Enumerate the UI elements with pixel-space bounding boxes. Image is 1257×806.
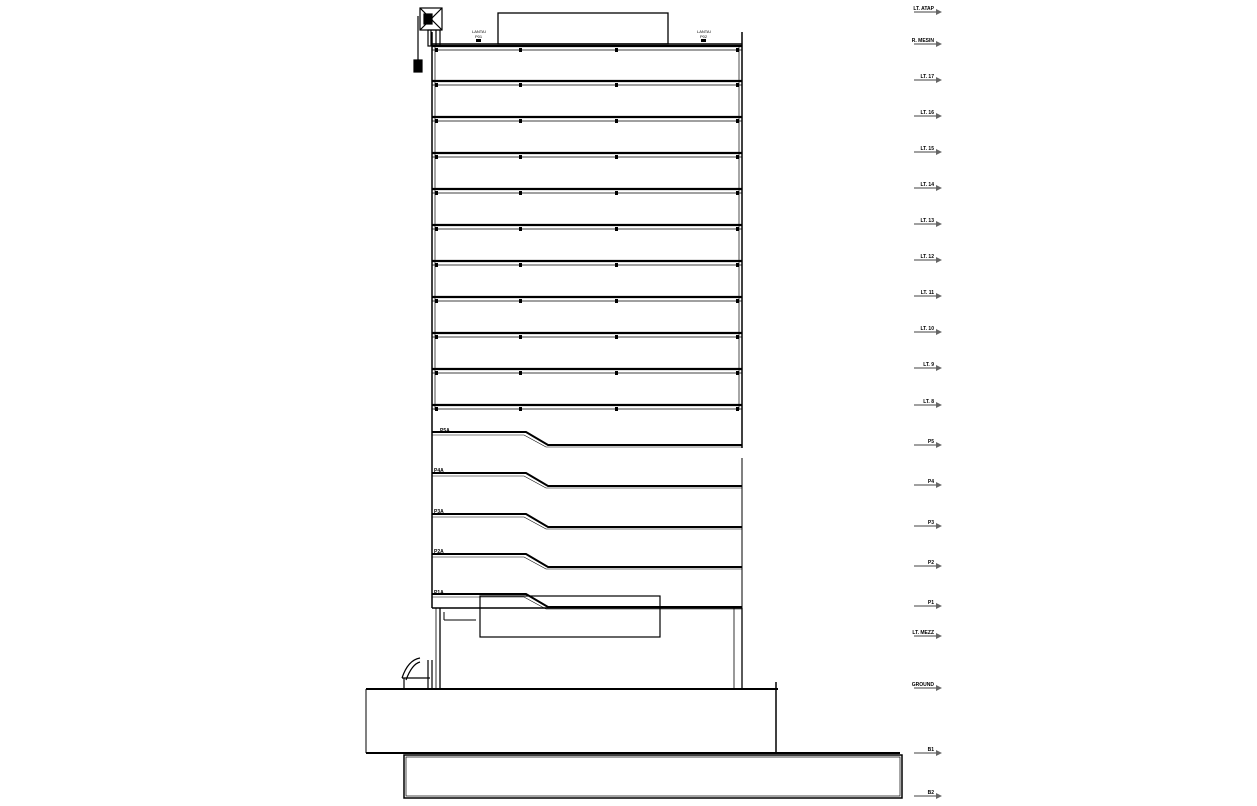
roof-tag-right: LANTAI P02 [697,29,711,42]
basement-structure [365,682,903,799]
level-marker-b1: B1 [914,747,942,756]
level-label: P5 [928,439,934,445]
level-label: LT. 9 [923,362,934,368]
level-label: LT. MEZZ [912,630,934,636]
floor-slab [432,259,742,267]
level-marker-lt-8: LT. 8 [914,399,942,408]
level-label: P3 [928,520,934,526]
parking-ramp-slab [432,472,742,489]
level-label: LT. 12 [920,254,934,260]
parking-ramp-slab [432,431,742,448]
svg-text:P01: P01 [475,34,483,39]
level-label: P4 [928,479,934,485]
level-markers: LT. ATAP R. MESIN LT. 17 LT. 16 LT. 15 LT. 14… [912,6,942,799]
level-marker-p2: P2 [914,560,942,569]
level-marker-ground: GROUND [912,682,942,691]
level-label: LT. ATAP [913,6,934,12]
roof-tag-left: LANTAI P01 [472,29,486,42]
level-marker-lt-mezz: LT. MEZZ [912,630,942,639]
level-marker-lt-17: LT. 17 [914,74,942,83]
machine-room [497,12,669,45]
parking-ramp-slab [432,513,742,530]
ramp-label-p4a: P4A [434,468,444,474]
entrance-canopy [401,657,433,689]
level-marker-p1: P1 [914,600,942,609]
level-marker-lt-11: LT. 11 [914,290,942,299]
level-label: LT. 10 [920,326,934,332]
level-marker-p5: P5 [914,439,942,448]
level-marker-lt-atap: LT. ATAP [913,6,942,15]
level-label: R. MESIN [912,38,935,44]
level-label: B2 [928,790,935,796]
level-marker-b2: B2 [914,790,942,799]
level-label: P1 [928,600,934,606]
floor-slab [432,295,742,303]
podium [432,595,743,689]
floor-slab [432,367,742,375]
level-label: LT. 11 [921,290,934,296]
level-label: LT. 8 [923,399,934,405]
floor-slab [432,223,742,231]
svg-text:P02: P02 [700,34,708,39]
ramp-label-p2a: P2A [434,549,444,555]
floor-slab [432,79,742,87]
ramp-label-p1a: P1A [434,590,444,596]
svg-text:LANTAI: LANTAI [697,29,711,34]
level-label: LT. 17 [920,74,934,80]
level-marker-lt-15: LT. 15 [914,146,942,155]
floor-slab [432,115,742,123]
level-label: LT. 15 [920,146,934,152]
parking-ramps [432,431,742,610]
svg-text:LANTAI: LANTAI [472,29,486,34]
level-label: LT. 13 [920,218,934,224]
level-marker-lt-14: LT. 14 [914,182,942,191]
level-marker-lt-9: LT. 9 [914,362,942,371]
ramp-label-p3a: P3A [434,509,444,515]
level-marker-lt-10: LT. 10 [914,326,942,335]
level-label: LT. 16 [920,110,934,116]
level-label: B1 [928,747,935,753]
level-label: GROUND [912,682,935,688]
level-marker-lt-13: LT. 13 [914,218,942,227]
ramp-label-p5a: P5A [440,428,450,434]
floor-slab [432,44,742,52]
level-marker-p4: P4 [914,479,942,488]
tower-body [431,32,743,608]
level-label: P2 [928,560,934,566]
level-marker-r-mesin: R. MESIN [912,38,942,47]
level-marker-lt-16: LT. 16 [914,110,942,119]
floor-slab [432,403,742,411]
tower-crane [413,7,443,73]
parking-ramp-slab [432,593,742,610]
floor-slab [432,151,742,159]
parking-ramp-slab [432,553,742,570]
floor-slab [432,187,742,195]
level-label: LT. 14 [920,182,934,188]
floor-slab [432,331,742,339]
level-marker-lt-12: LT. 12 [914,254,942,263]
level-marker-p3: P3 [914,520,942,529]
